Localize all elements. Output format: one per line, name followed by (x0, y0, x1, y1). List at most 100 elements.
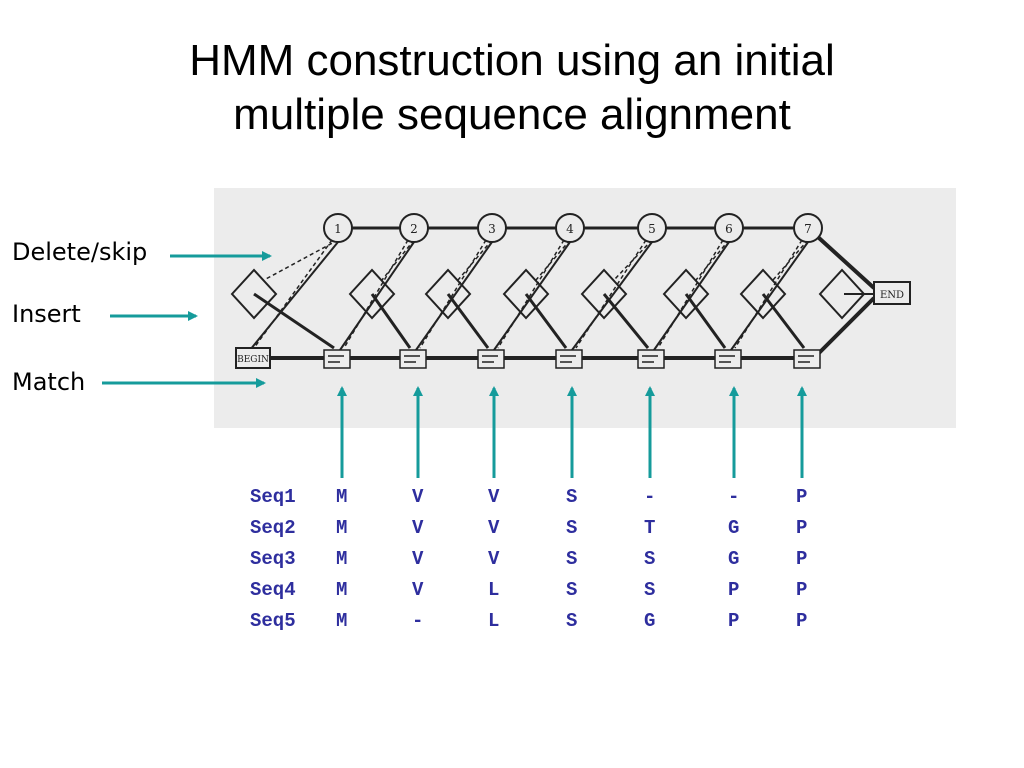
delete-match-edge (253, 239, 333, 349)
residue-cell: S (566, 610, 578, 632)
match-delete-edge (415, 241, 493, 351)
residue-cell: V (488, 486, 500, 508)
match-label: Match (12, 368, 86, 396)
delete-insert-edge (613, 239, 653, 281)
end-state (873, 281, 911, 305)
insert-state (662, 268, 710, 320)
delete-state (323, 213, 353, 243)
residue-cell: L (488, 579, 500, 601)
begin-state (235, 347, 271, 369)
insert-state (818, 268, 866, 320)
match-to-end (812, 296, 876, 360)
match-state (714, 349, 742, 369)
insert-match-edge (684, 293, 727, 349)
delete-state (555, 213, 585, 243)
residue-cell: S (644, 579, 656, 601)
delete-state (714, 213, 744, 243)
delete-state-label: 1 (334, 222, 342, 236)
delete-state-label: 6 (725, 222, 733, 236)
column-arrows (337, 386, 807, 478)
residue-cell: G (728, 548, 740, 570)
residue-cell: P (796, 610, 808, 632)
page-title: HMM construction using an initial multip… (0, 34, 1024, 142)
delete-state (477, 213, 507, 243)
residue-cell: T (644, 517, 656, 539)
delete-state-label: 7 (804, 222, 812, 236)
delete-state-label: 2 (410, 222, 418, 236)
residue-cell: - (412, 610, 424, 632)
match-state (477, 349, 505, 369)
match-delete-edge (653, 241, 730, 351)
end-state-label: END (880, 290, 904, 301)
residue-cell: S (566, 486, 578, 508)
insert-match-edge (253, 292, 335, 350)
sequence-name: Seq1 (250, 486, 296, 508)
match-state (399, 349, 427, 369)
delete-insert-edge (695, 239, 730, 281)
match-state (323, 349, 351, 369)
residue-cell: P (796, 548, 808, 570)
match-state (637, 349, 665, 369)
delete-state-label: 3 (488, 222, 496, 236)
delete-skip-label: Delete/skip (12, 238, 148, 266)
residue-cell: V (488, 517, 500, 539)
insert-match-edge (761, 293, 806, 349)
residue-cell: S (566, 517, 578, 539)
insert-label: Insert (12, 300, 81, 328)
begin-state-label: BEGIN (237, 355, 269, 365)
residue-cell: P (728, 610, 740, 632)
insert-match-edge (370, 293, 412, 349)
residue-cell: G (728, 517, 740, 539)
residue-cell: P (796, 486, 808, 508)
sequence-name: Seq4 (250, 579, 296, 601)
match-delete-edge (730, 241, 809, 351)
match-delete-edge (571, 241, 653, 351)
residue-cell: V (488, 548, 500, 570)
residue-cell: M (336, 579, 348, 601)
residue-cell: V (412, 486, 424, 508)
delete-insert-edge (381, 239, 415, 281)
residue-cell: P (796, 579, 808, 601)
delete-insert-edge (535, 239, 571, 281)
insert-state (230, 268, 278, 320)
delete-insert-edge (263, 239, 339, 281)
title-line-1: HMM construction using an initial (189, 36, 835, 85)
residue-cell: G (644, 610, 656, 632)
insert-match-edge (602, 293, 650, 349)
insert-match-edge (446, 293, 490, 349)
match-state (793, 349, 821, 369)
sequence-name: Seq5 (250, 610, 296, 632)
residue-cell: M (336, 517, 348, 539)
residue-cell: M (336, 486, 348, 508)
delete-state-label: 5 (648, 222, 656, 236)
sequence-name: Seq2 (250, 517, 296, 539)
insert-match-edge (524, 293, 568, 349)
insert-state (739, 268, 787, 320)
residue-cell: M (336, 548, 348, 570)
delete-insert-edge (457, 239, 493, 281)
insert-state (348, 268, 396, 320)
residue-cell: M (336, 610, 348, 632)
delete-state (793, 213, 823, 243)
match-delete-edge (249, 241, 339, 351)
match-state (555, 349, 583, 369)
residue-cell: - (728, 486, 740, 508)
insert-state (502, 268, 550, 320)
residue-cell: S (566, 548, 578, 570)
title-line-2: multiple sequence alignment (233, 90, 791, 139)
residue-cell: V (412, 579, 424, 601)
residue-cell: P (796, 517, 808, 539)
residue-cell: P (728, 579, 740, 601)
match-delete-edge (339, 241, 415, 351)
residue-cell: V (412, 548, 424, 570)
residue-cell: S (644, 548, 656, 570)
residue-cell: - (644, 486, 656, 508)
residue-cell: V (412, 517, 424, 539)
delete-state-label: 4 (566, 222, 574, 236)
insert-state (424, 268, 472, 320)
residue-cell: S (566, 579, 578, 601)
residue-cell: L (488, 610, 500, 632)
delete-state (637, 213, 667, 243)
